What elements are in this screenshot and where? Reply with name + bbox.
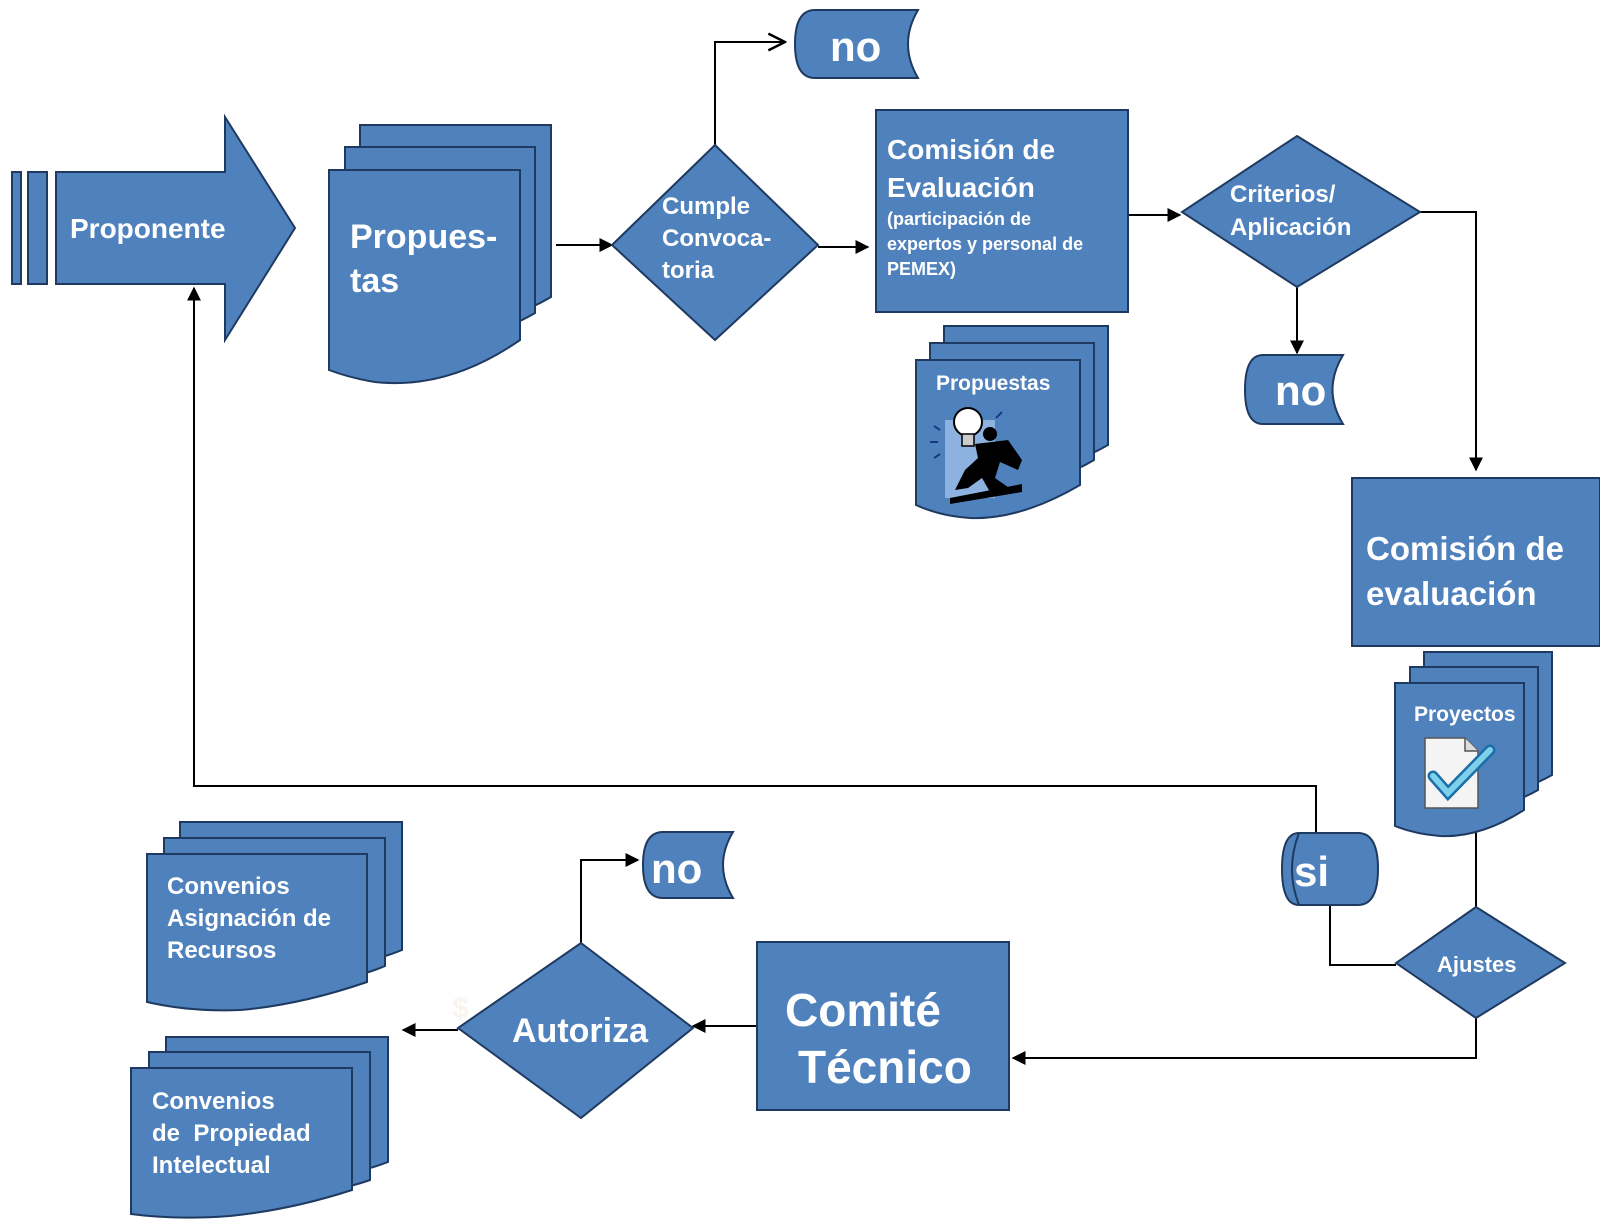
comision1-subtitle: (participación de expertos y personal de… <box>887 209 1088 279</box>
proponente-arrow <box>55 113 297 344</box>
ajustes-label: Ajustes <box>1437 952 1516 977</box>
convenios-asignacion-label: Convenios Asignación de Recursos <box>167 873 338 964</box>
si-terminal: si <box>1280 832 1380 906</box>
edge-cumple-to-no <box>714 42 785 145</box>
propuestas-small-label: Propuestas <box>936 372 1050 395</box>
comision-evaluacion-box: Comisión de Evaluación (participación de… <box>875 109 1129 313</box>
cumple-label: Cumple Convoca- toria <box>662 193 778 284</box>
no-right-label: no <box>1275 367 1326 414</box>
convenios-propiedad-document: Convenios de Propiedad Intelectual <box>130 1036 389 1219</box>
lightbulb-person-icon <box>930 407 1022 504</box>
proponente-label: Proponente <box>70 213 226 244</box>
dollar-watermark: $ <box>452 992 469 1025</box>
convenios-asignacion-document: Convenios Asignación de Recursos <box>146 821 403 1012</box>
no-bottom-label: no <box>651 845 702 892</box>
autoriza-label: Autoriza <box>512 1012 649 1050</box>
no-terminal-bottom: no <box>641 831 735 899</box>
propuestas-document: Propues- tas <box>328 124 552 385</box>
comite-label: Comité Técnico <box>785 984 972 1093</box>
no-top-label: no <box>830 23 881 70</box>
cumple-convocatoria-decision: Cumple Convoca- toria <box>610 143 820 342</box>
convenios-propiedad-label: Convenios de Propiedad Intelectual <box>152 1088 317 1179</box>
document-check-icon <box>1424 737 1496 809</box>
criterios-aplicacion-decision: Criterios/ Aplicación <box>1180 134 1422 289</box>
proponente-node: Proponente <box>11 113 297 344</box>
proponente-stripe-1 <box>11 171 22 285</box>
si-label: si <box>1294 848 1329 895</box>
comision1-title: Comisión de Evaluación <box>887 134 1063 203</box>
propuestas-small-document: Propuestas <box>915 325 1109 520</box>
proyectos-document: Proyectos <box>1394 651 1553 838</box>
comision2-title: Comisión de evaluación <box>1366 530 1573 612</box>
propuestas-label: Propues- tas <box>350 218 507 300</box>
edge-ajustes-to-comite <box>1011 1012 1477 1065</box>
edge-autoriza-to-no <box>580 853 640 943</box>
edge-ajustes-to-si <box>1329 905 1396 966</box>
ajustes-decision: Ajustes <box>1394 905 1567 1020</box>
criterios-label: Criterios/ Aplicación <box>1230 181 1351 241</box>
proponente-stripe-2 <box>27 171 48 285</box>
edge-si-to-proponente <box>187 286 1317 833</box>
no-terminal-top: no <box>793 9 920 79</box>
proyectos-label: Proyectos <box>1414 703 1516 726</box>
edge-criterios-to-comision2 <box>1420 211 1483 472</box>
autoriza-decision: $ Autoriza <box>452 941 695 1120</box>
comision-evaluacion-2-box: Comisión de evaluación <box>1351 477 1600 647</box>
connectors <box>187 42 1483 1065</box>
no-terminal-right: no <box>1243 354 1345 425</box>
comite-tecnico-box: Comité Técnico <box>756 941 1010 1111</box>
